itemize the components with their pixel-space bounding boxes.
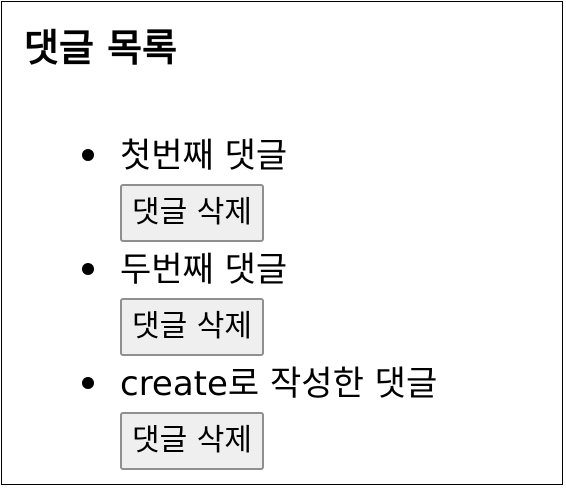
bullet-icon bbox=[82, 377, 94, 389]
page-title: 댓글 목록 bbox=[24, 26, 178, 70]
bullet-icon bbox=[82, 263, 94, 275]
delete-comment-button[interactable]: 댓글 삭제 bbox=[120, 298, 264, 356]
comment-list: 첫번째 댓글 댓글 삭제 두번째 댓글 댓글 삭제 create로 작성한 댓글… bbox=[2, 128, 437, 470]
comment-item-3: create로 작성한 댓글 댓글 삭제 bbox=[2, 356, 437, 470]
comment-item-1: 첫번째 댓글 댓글 삭제 bbox=[2, 128, 437, 242]
comment-text: 두번째 댓글 bbox=[120, 250, 288, 290]
comment-text: 첫번째 댓글 bbox=[120, 136, 288, 176]
comment-item-2: 두번째 댓글 댓글 삭제 bbox=[2, 242, 437, 356]
delete-comment-button[interactable]: 댓글 삭제 bbox=[120, 412, 264, 470]
bullet-icon bbox=[82, 149, 94, 161]
comment-text: create로 작성한 댓글 bbox=[120, 364, 438, 404]
delete-comment-button[interactable]: 댓글 삭제 bbox=[120, 184, 264, 242]
